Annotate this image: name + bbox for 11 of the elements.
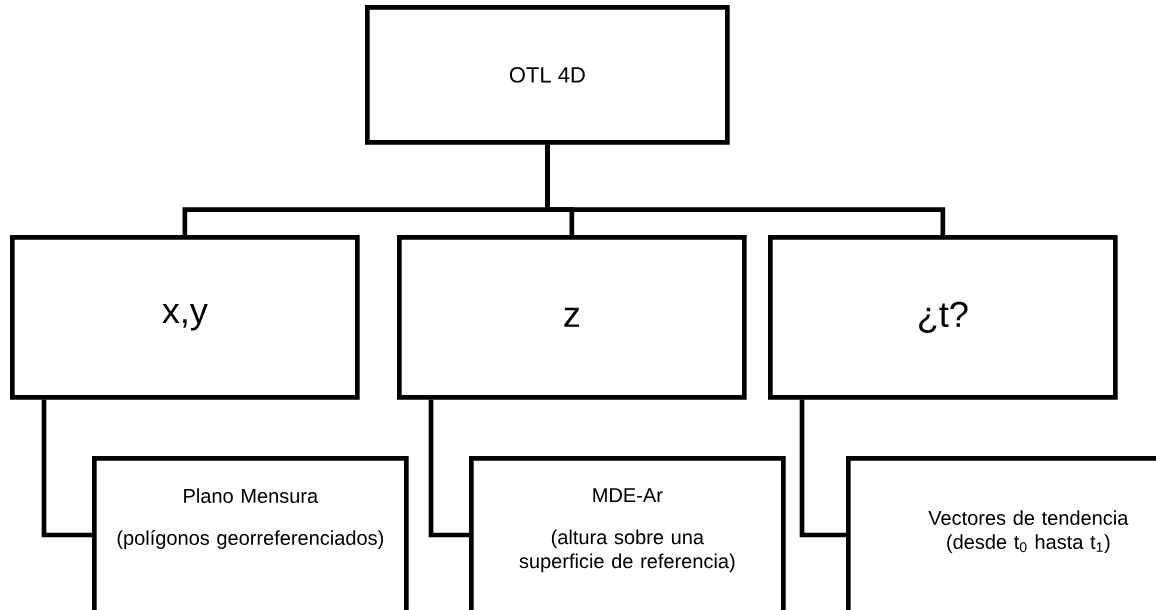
detail-box: Vectores de tendencia (desde t$_{0}$ hasta t$_{1}$) <box>846 456 1156 610</box>
connector-line <box>799 399 846 538</box>
detail-box: Plano Mensura (polígonos georreferenciados) <box>92 456 409 610</box>
connector-line <box>545 144 946 235</box>
category-box: z <box>397 235 747 400</box>
detail-box: MDE-Ar (altura sobre una superficie de referencia) <box>469 456 786 610</box>
connector-line <box>41 399 92 538</box>
category-box: x,y <box>10 235 360 400</box>
title-box: OTL 4D <box>365 5 730 145</box>
category-box: ¿t? <box>768 235 1118 400</box>
connector-line <box>428 399 469 538</box>
